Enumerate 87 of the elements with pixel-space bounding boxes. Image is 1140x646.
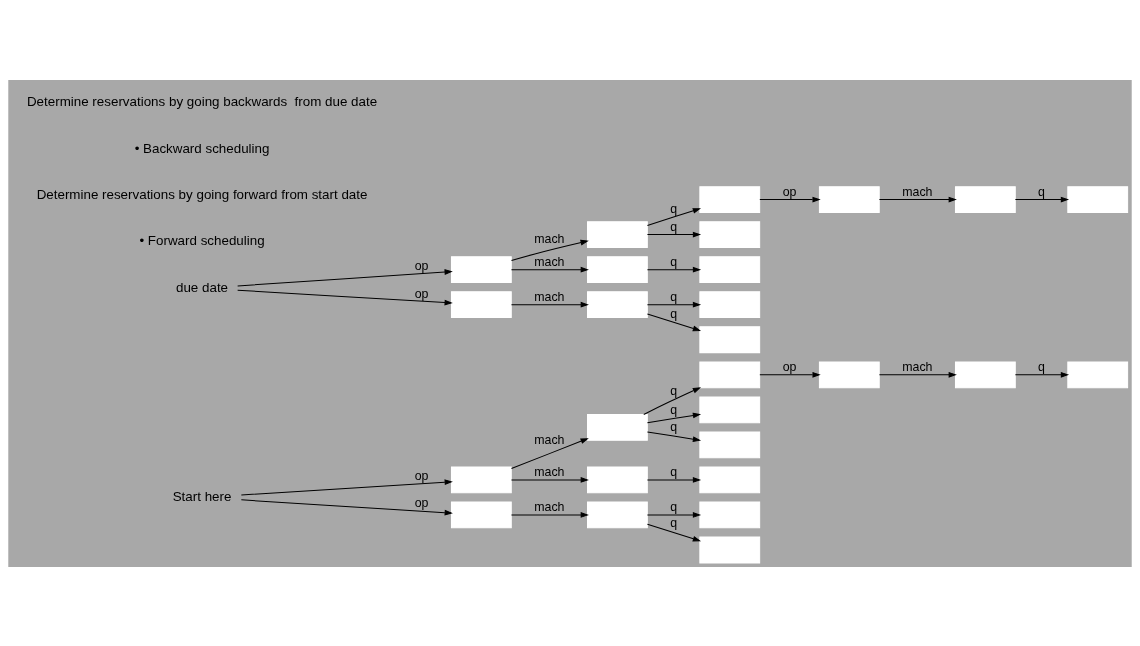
arrow xyxy=(759,196,821,202)
node-box xyxy=(450,466,512,493)
node-box xyxy=(587,220,648,248)
arrow xyxy=(510,266,589,273)
arrow xyxy=(646,523,702,541)
node-box xyxy=(818,185,880,213)
edge-label: q xyxy=(1038,359,1045,374)
node-box xyxy=(1067,185,1129,213)
arrow xyxy=(878,196,957,202)
arrow xyxy=(240,478,453,496)
edge-label: q xyxy=(670,402,678,417)
edge-label: mach xyxy=(534,464,565,479)
arrow xyxy=(646,231,702,237)
edge-label: q xyxy=(670,464,678,479)
edge-label: mach xyxy=(534,254,565,269)
edge-label: op xyxy=(782,359,797,374)
arrow xyxy=(646,511,702,518)
edge-label: q xyxy=(670,383,678,398)
node-box xyxy=(699,395,761,423)
label: • Backward scheduling xyxy=(134,140,270,156)
edge-label: mach xyxy=(534,289,565,304)
node-box xyxy=(587,290,648,318)
edge-label: mach xyxy=(534,432,565,447)
node-box xyxy=(699,255,761,283)
edge-label: q xyxy=(670,201,678,216)
label: Determine reservations by going backwards from due date xyxy=(26,93,378,109)
node-box xyxy=(699,360,761,388)
arrow xyxy=(237,268,453,286)
arrow xyxy=(510,511,589,518)
node-text: Start here xyxy=(172,488,232,504)
arrow xyxy=(510,476,589,483)
node-box xyxy=(954,185,1016,213)
arrow xyxy=(646,476,702,483)
node-box xyxy=(699,466,761,493)
node-box xyxy=(699,325,761,353)
arrow xyxy=(646,430,702,442)
arrow xyxy=(646,312,702,331)
node-box xyxy=(1067,360,1129,388)
edge-label: op xyxy=(782,184,797,199)
edge-label: op xyxy=(414,258,429,273)
node-box xyxy=(587,501,648,528)
arrow xyxy=(510,437,589,469)
edge-label: q xyxy=(670,499,678,514)
arrow xyxy=(759,371,821,378)
arrow xyxy=(646,207,702,226)
arrow xyxy=(240,498,453,516)
edge-label: q xyxy=(670,515,678,530)
node-box xyxy=(450,501,512,528)
edge-label: mach xyxy=(902,359,933,374)
arrow xyxy=(237,289,453,305)
arrow xyxy=(1014,371,1070,378)
arrow xyxy=(646,266,702,273)
edge-label: op xyxy=(414,495,429,510)
edge-label: q xyxy=(670,419,678,434)
arrow xyxy=(1014,196,1070,202)
node-box xyxy=(954,360,1016,388)
node-box xyxy=(450,255,512,283)
edge-label: mach xyxy=(534,231,565,246)
label: Determine reservations by going forward from start date xyxy=(36,186,368,202)
edge-label: mach xyxy=(902,184,933,199)
node-box xyxy=(699,501,761,528)
label: • Forward scheduling xyxy=(139,232,265,248)
node-box xyxy=(587,466,648,493)
arrow xyxy=(510,239,589,261)
node-box xyxy=(699,185,761,213)
node-box xyxy=(699,290,761,318)
edge-label: op xyxy=(414,467,429,482)
edge-label: q xyxy=(1038,184,1045,199)
node-box xyxy=(699,220,761,248)
edge-label: q xyxy=(670,219,678,234)
node-text: due date xyxy=(176,279,229,295)
edge-label: q xyxy=(670,254,678,269)
node-box xyxy=(587,413,648,441)
arrow xyxy=(643,386,702,415)
edge-label: mach xyxy=(534,499,565,514)
node-box xyxy=(699,430,761,458)
edge-label: q xyxy=(670,289,678,304)
node-box xyxy=(450,290,512,318)
arrow xyxy=(646,412,702,423)
arrow xyxy=(646,301,702,308)
node-box xyxy=(818,360,880,388)
edge-label: op xyxy=(414,286,429,301)
arrow xyxy=(878,371,957,378)
node-box xyxy=(699,536,761,563)
arrow xyxy=(510,301,589,308)
edge-label: q xyxy=(670,306,678,321)
node-box xyxy=(587,255,648,283)
